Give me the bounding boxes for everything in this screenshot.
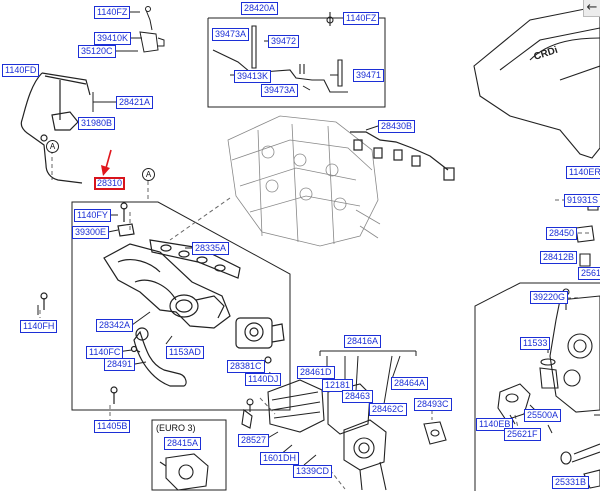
part-label-39473a-upper[interactable]: 39473A <box>212 28 250 41</box>
part-label-28527[interactable]: 28527 <box>238 434 270 447</box>
part-label-28420a[interactable]: 28420A <box>241 2 279 15</box>
part-label-1140dj[interactable]: 1140DJ <box>245 373 282 386</box>
frame-euro3 <box>151 419 227 491</box>
part-label-11405b[interactable]: 11405B <box>94 420 131 433</box>
part-label-39410k[interactable]: 39410K <box>94 32 132 45</box>
part-label-39471[interactable]: 39471 <box>353 69 385 82</box>
part-label-1140fh[interactable]: 1140FH <box>20 320 58 333</box>
left-arrow-icon[interactable]: ← <box>583 0 600 17</box>
part-label-1601dh[interactable]: 1601DH <box>260 452 300 465</box>
part-label-28430b[interactable]: 28430B <box>378 120 416 133</box>
part-label-91931s[interactable]: 91931S <box>564 194 600 207</box>
part-label-25331b[interactable]: 25331B <box>552 476 590 489</box>
part-label-1140eb[interactable]: 1140EB <box>476 418 514 431</box>
part-label-28381c[interactable]: 28381C <box>227 360 265 373</box>
callout-a-left: A <box>46 140 59 153</box>
part-label-28415a[interactable]: 28415A <box>164 437 202 450</box>
part-label-39473a-lower[interactable]: 39473A <box>261 84 299 97</box>
euro3-caption: (EURO 3) <box>156 423 196 433</box>
part-label-28461d[interactable]: 28461D <box>297 366 335 379</box>
part-label-28463[interactable]: 28463 <box>342 390 374 403</box>
frame-28310 <box>71 201 291 411</box>
part-label-1140er[interactable]: 1140ER <box>566 166 600 179</box>
part-label-28450[interactable]: 28450 <box>546 227 578 240</box>
part-label-11533[interactable]: 11533 <box>520 337 551 350</box>
part-label-12181[interactable]: 12181 <box>322 379 354 392</box>
part-label-31980b[interactable]: 31980B <box>78 117 116 130</box>
part-label-25500a[interactable]: 25500A <box>524 409 562 422</box>
frame-28420A <box>207 17 386 108</box>
part-label-39300e[interactable]: 39300E <box>72 226 110 239</box>
part-label-1140fy[interactable]: 1140FY <box>74 209 111 222</box>
part-label-28335a[interactable]: 28335A <box>192 242 230 255</box>
part-label-28464a[interactable]: 28464A <box>391 377 429 390</box>
part-label-28493c[interactable]: 28493C <box>414 398 452 411</box>
part-label-1140fz-top-left[interactable]: 1140FZ <box>94 6 131 19</box>
part-label-35120c[interactable]: 35120C <box>78 45 116 58</box>
part-label-39472[interactable]: 39472 <box>268 35 300 48</box>
part-label-1140fd[interactable]: 1140FD <box>2 64 40 77</box>
part-label-28310-highlighted[interactable]: 28310 <box>94 177 126 190</box>
highlight-arrow <box>101 149 112 176</box>
callout-a-frame: A <box>142 168 155 181</box>
part-label-28342a[interactable]: 28342A <box>96 319 134 332</box>
part-label-1140fz-top-right[interactable]: 1140FZ <box>343 12 380 25</box>
part-label-28491[interactable]: 28491 <box>104 358 136 371</box>
part-label-1153ad[interactable]: 1153AD <box>166 346 204 359</box>
part-label-39413k[interactable]: 39413K <box>234 70 272 83</box>
part-label-39220g[interactable]: 39220G <box>530 291 569 304</box>
part-label-28416a[interactable]: 28416A <box>344 335 382 348</box>
part-label-28421a[interactable]: 28421A <box>116 96 154 109</box>
part-label-25621f[interactable]: 25621F <box>504 428 541 441</box>
part-label-2561[interactable]: 2561 <box>578 267 600 280</box>
frame-right-module <box>474 282 600 491</box>
part-label-28462c[interactable]: 28462C <box>369 403 407 416</box>
part-label-28412b[interactable]: 28412B <box>540 251 578 264</box>
svg-text:CRDi: CRDi <box>533 45 560 63</box>
part-label-1339cd[interactable]: 1339CD <box>293 465 333 478</box>
